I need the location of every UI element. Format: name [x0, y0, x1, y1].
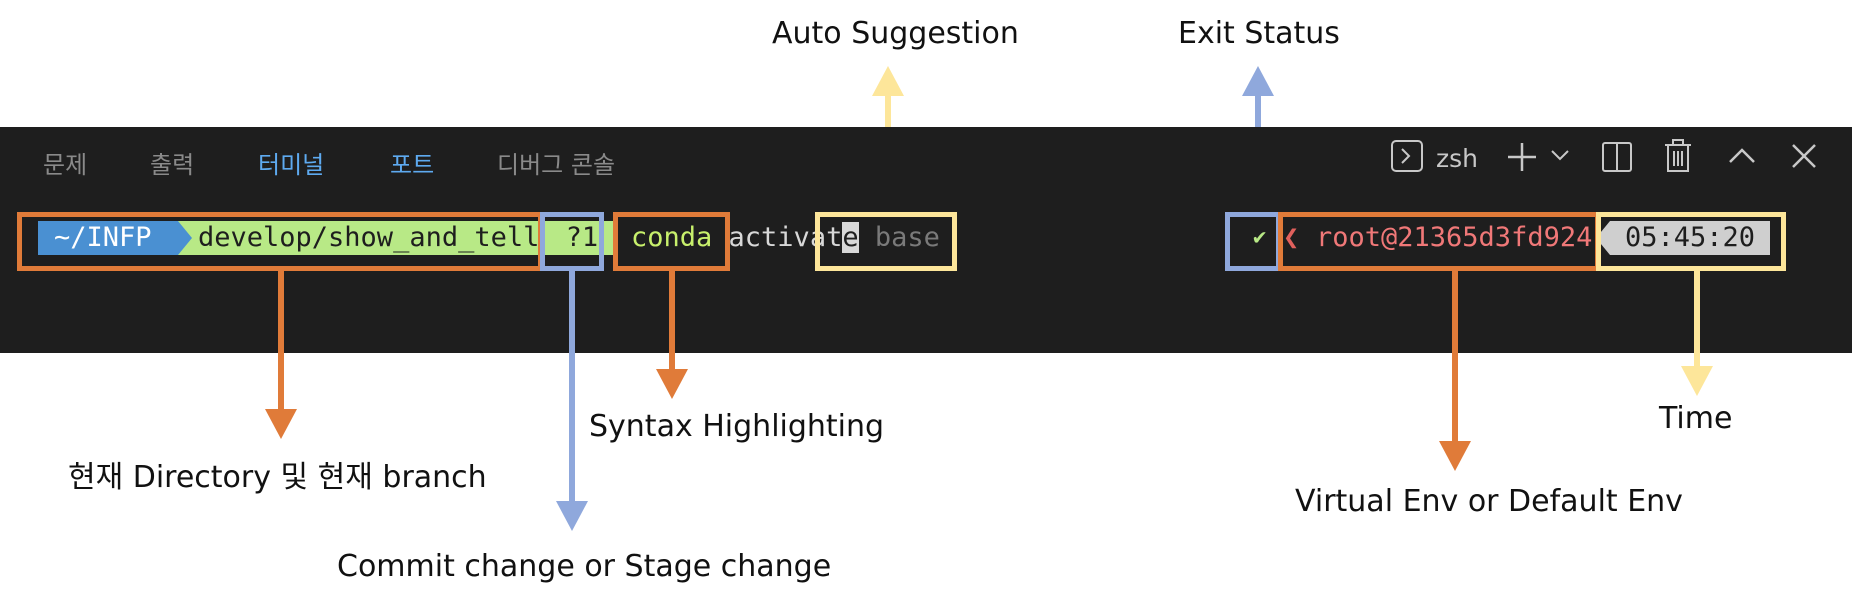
shell-label[interactable]: zsh — [1436, 144, 1478, 173]
exit-status-check-icon: ✔ — [1253, 225, 1267, 250]
command-rest: activat — [712, 222, 843, 253]
highlight-env — [1278, 212, 1600, 271]
commit-stage-label: Commit change or Stage change — [337, 549, 832, 584]
time-label: Time — [1659, 401, 1733, 436]
close-icon[interactable] — [1791, 143, 1817, 169]
terminal-panel: 문제 출력 터미널 포트 디버그 콘솔 zsh ~/INFP develop/s… — [0, 127, 1852, 353]
terminal-icon[interactable] — [1390, 139, 1424, 173]
prompt-branch-name: develop/show_and_tell — [198, 222, 540, 253]
command-input[interactable]: conda activate base — [631, 221, 940, 255]
powerline-separator-dir — [178, 221, 192, 255]
auto-suggestion-label: Auto Suggestion — [772, 16, 1019, 51]
arrow-down-env — [1439, 271, 1471, 471]
arrow-down-directory — [265, 271, 297, 439]
arrow-down-syntax — [656, 271, 688, 399]
trash-icon[interactable] — [1663, 139, 1693, 173]
prompt-time: 05:45:20 — [1610, 221, 1770, 255]
prompt-git-status: ?1 — [565, 222, 599, 253]
env-chevron-icon: ❮ — [1283, 222, 1300, 253]
cursor: e — [842, 222, 859, 253]
plus-icon[interactable] — [1506, 141, 1538, 173]
split-icon[interactable] — [1601, 141, 1633, 173]
virtual-env-label: Virtual Env or Default Env — [1295, 484, 1683, 519]
tab-problems[interactable]: 문제 — [43, 151, 88, 179]
tab-output[interactable]: 출력 — [150, 151, 195, 179]
arrow-down-git-status — [556, 271, 588, 531]
prompt-directory: ~/INFP — [38, 221, 178, 255]
prompt-env: root@21365d3fd924 — [1316, 222, 1593, 253]
arrow-down-time — [1681, 271, 1713, 396]
highlight-exit-status — [1225, 212, 1281, 271]
auto-suggestion: base — [858, 222, 940, 253]
highlight-syntax — [613, 212, 730, 271]
highlight-auto-suggestion — [815, 212, 957, 271]
directory-branch-label: 현재 Directory 및 현재 branch — [68, 460, 487, 495]
chevron-down-icon[interactable] — [1550, 149, 1570, 163]
command-keyword: conda — [631, 222, 713, 253]
tab-terminal[interactable]: 터미널 — [258, 151, 325, 179]
syntax-highlighting-label: Syntax Highlighting — [589, 409, 885, 444]
highlight-directory-branch — [17, 212, 543, 271]
chevron-up-icon[interactable] — [1728, 147, 1756, 165]
highlight-git-status — [540, 212, 604, 271]
tab-debug-console[interactable]: 디버그 콘솔 — [497, 151, 616, 179]
exit-status-label: Exit Status — [1178, 16, 1340, 51]
tab-ports[interactable]: 포트 — [390, 151, 435, 179]
highlight-time — [1596, 212, 1786, 271]
